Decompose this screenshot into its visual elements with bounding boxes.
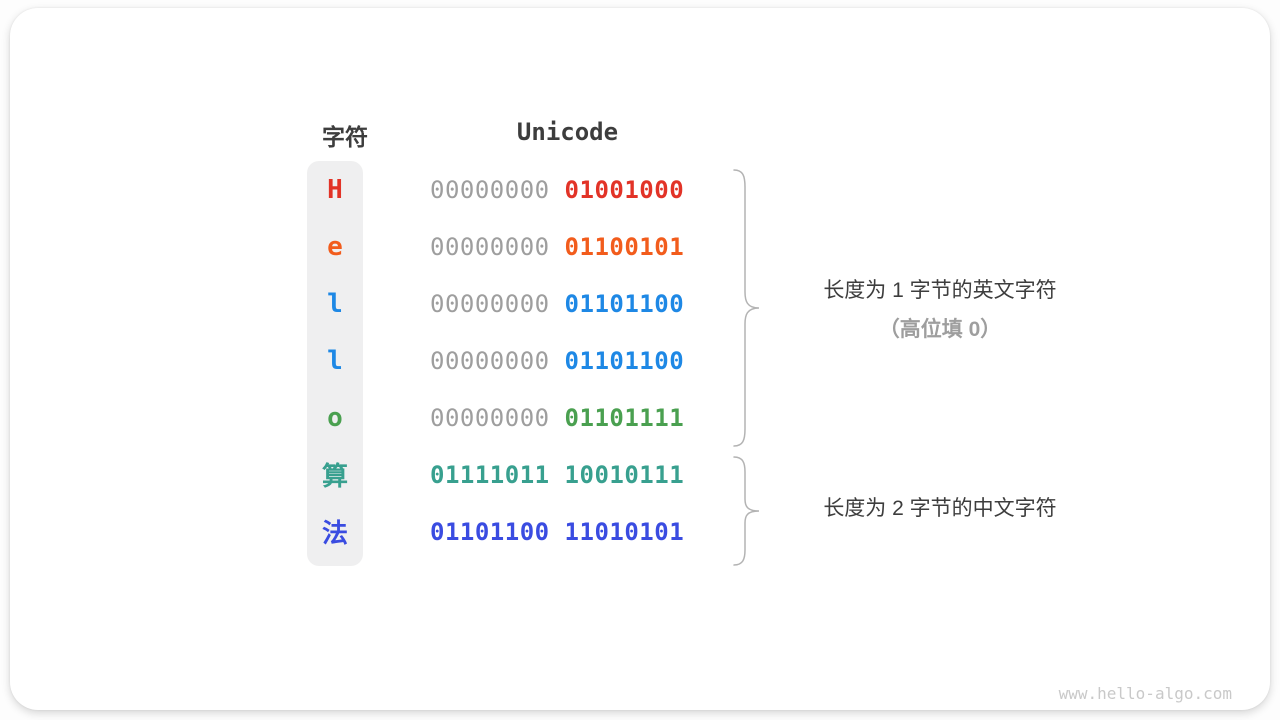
unicode-binary: 00000000 01100101 <box>430 233 684 261</box>
encoding-table: H 00000000 01001000 e 00000000 01100101 … <box>307 161 737 560</box>
table-row: l 00000000 01101100 <box>307 332 737 389</box>
column-header-unicode: Unicode <box>516 118 619 146</box>
high-byte: 00000000 <box>430 403 550 432</box>
high-byte: 01101100 <box>430 517 550 546</box>
low-byte: 10010111 <box>564 460 685 489</box>
high-byte: 00000000 <box>430 289 550 318</box>
char-cell: l <box>327 345 343 376</box>
table-row: 算 01111011 10010111 <box>307 446 737 503</box>
unicode-binary: 00000000 01001000 <box>430 176 684 204</box>
low-byte: 01001000 <box>564 175 685 204</box>
char-cell: e <box>327 231 343 262</box>
annotation-english-chars: 长度为 1 字节的英文字符 （高位填 0） <box>768 271 1112 349</box>
char-cell: 算 <box>321 462 348 492</box>
table-row: l 00000000 01101100 <box>307 275 737 332</box>
low-byte: 01100101 <box>564 232 685 261</box>
unicode-binary: 01101100 11010101 <box>430 518 684 546</box>
high-byte: 00000000 <box>430 175 550 204</box>
low-byte: 01101111 <box>564 403 685 432</box>
table-row: e 00000000 01100101 <box>307 218 737 275</box>
unicode-binary: 00000000 01101111 <box>430 404 684 432</box>
high-byte: 00000000 <box>430 232 550 261</box>
annotation-line1: 长度为 1 字节的英文字符 <box>823 279 1057 302</box>
annotation-line2: （高位填 0） <box>878 318 1002 341</box>
watermark-url: www.hello-algo.com <box>1058 684 1232 703</box>
brace-2-byte-group <box>733 456 760 566</box>
high-byte: 00000000 <box>430 346 550 375</box>
annotation-line1: 长度为 2 字节的中文字符 <box>823 497 1057 520</box>
char-cell: H <box>327 174 343 205</box>
unicode-binary: 01111011 10010111 <box>430 461 684 489</box>
annotation-chinese-chars: 长度为 2 字节的中文字符 <box>768 495 1112 523</box>
table-row: H 00000000 01001000 <box>307 161 737 218</box>
char-cell: l <box>327 288 343 319</box>
low-byte: 11010101 <box>564 517 685 546</box>
unicode-binary: 00000000 01101100 <box>430 347 684 375</box>
table-row: o 00000000 01101111 <box>307 389 737 446</box>
table-row: 法 01101100 11010101 <box>307 503 737 560</box>
unicode-binary: 00000000 01101100 <box>430 290 684 318</box>
brace-1-byte-group <box>733 169 760 447</box>
char-cell: 法 <box>321 519 348 549</box>
char-column-background <box>307 161 363 566</box>
column-header-char: 字符 <box>322 124 368 150</box>
char-cell: o <box>327 402 343 433</box>
low-byte: 01101100 <box>564 289 685 318</box>
low-byte: 01101100 <box>564 346 685 375</box>
high-byte: 01111011 <box>430 460 550 489</box>
diagram-card: 字符 Unicode H 00000000 01001000 e 0000000… <box>10 8 1270 710</box>
